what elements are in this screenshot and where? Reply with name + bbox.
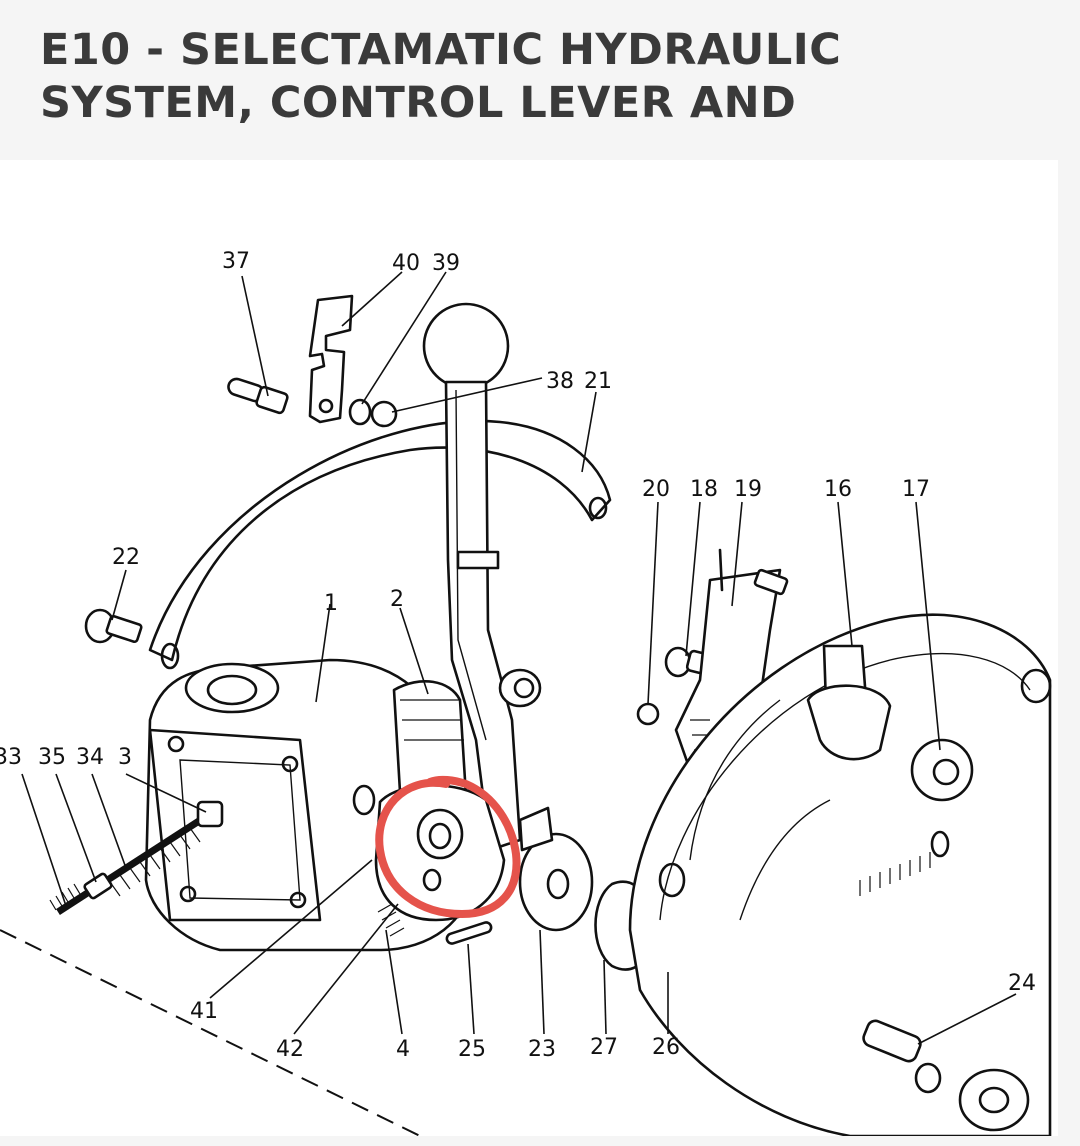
- part-label-22: 22: [112, 545, 140, 570]
- bolt-37-drawing: [227, 377, 289, 415]
- part-drawings: [0, 294, 1052, 1136]
- leader-lines: [21, 271, 1017, 1045]
- valve-block-drawing: [374, 783, 506, 922]
- linkage-18-19-20-drawing: [636, 548, 789, 772]
- part-label-20: 20: [642, 477, 670, 502]
- part-label-1: 1: [324, 591, 338, 616]
- bolt-24-drawing: [862, 1019, 1030, 1132]
- washer-39-drawing: [348, 398, 372, 426]
- part-label-26: 26: [652, 1035, 680, 1060]
- centre-line: [0, 929, 421, 1136]
- disc-23-drawing: [518, 806, 594, 932]
- part-labels: 37 40 39 38 21 20 18 19 16 17 22 1 2 33 …: [0, 249, 1036, 1062]
- diagram-panel: 37 40 39 38 21 20 18 19 16 17 22 1 2 33 …: [0, 160, 1058, 1136]
- part-label-4: 4: [396, 1037, 410, 1062]
- bolt-22-drawing: [84, 608, 143, 644]
- part-label-25: 25: [458, 1037, 486, 1062]
- part-label-24: 24: [1008, 971, 1036, 996]
- part-label-38: 38: [546, 369, 574, 394]
- bolt-38-drawing: [370, 400, 398, 428]
- side-cover-drawing: [628, 613, 1052, 1136]
- part-label-39: 39: [432, 251, 460, 276]
- part-label-41: 41: [190, 999, 218, 1024]
- part-label-40: 40: [392, 251, 420, 276]
- part-label-42: 42: [276, 1037, 304, 1062]
- part-label-2: 2: [390, 587, 404, 612]
- red-circle-annotation: [375, 775, 521, 918]
- part-label-18: 18: [690, 477, 718, 502]
- pin-25-drawing: [445, 921, 493, 945]
- part-label-19: 19: [734, 477, 762, 502]
- page-title: E10 - SELECTAMATIC HYDRAULIC SYSTEM, CON…: [40, 25, 842, 128]
- exploded-parts-diagram: 37 40 39 38 21 20 18 19 16 17 22 1 2 33 …: [0, 249, 1052, 1136]
- quadrant-21-drawing: [148, 419, 612, 662]
- part-label-16: 16: [824, 477, 852, 502]
- page-header: E10 - SELECTAMATIC HYDRAULIC SYSTEM, CON…: [0, 0, 1080, 160]
- part-label-35: 35: [38, 745, 66, 770]
- control-lever-drawing: [422, 302, 522, 852]
- part-label-37: 37: [222, 249, 250, 274]
- part-label-17: 17: [902, 477, 930, 502]
- plate-40-drawing: [308, 294, 354, 424]
- part-label-34: 34: [76, 745, 104, 770]
- part-label-27: 27: [590, 1035, 618, 1060]
- part-label-23: 23: [528, 1037, 556, 1062]
- part-label-33: 33: [0, 745, 22, 770]
- part-label-3: 3: [118, 745, 132, 770]
- spring-rod-drawing: [49, 800, 224, 915]
- part-label-21: 21: [584, 369, 612, 394]
